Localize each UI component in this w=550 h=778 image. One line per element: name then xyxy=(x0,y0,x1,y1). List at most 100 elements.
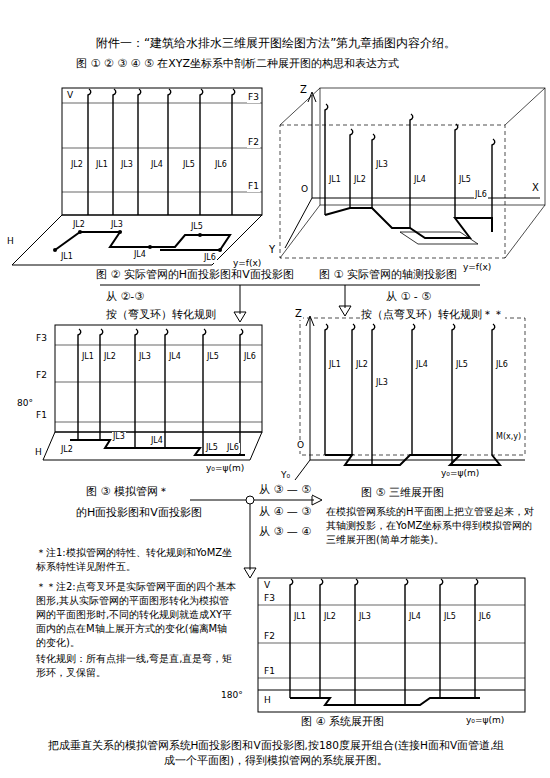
drawing-label: JL3 xyxy=(375,160,389,170)
riser-pipe xyxy=(355,579,358,705)
page-title: 附件一：“建筑给水排水三维展开图绘图方法”第九章插图内容介绍。 xyxy=(95,36,457,50)
riser-pipe xyxy=(320,579,323,698)
pipe-plan xyxy=(325,455,500,465)
drawing-label: JL5 xyxy=(443,612,457,622)
arrow-head xyxy=(244,568,256,578)
drawing-label: JL2 xyxy=(323,612,337,622)
drawing-label: y=f(x) xyxy=(462,262,492,273)
drawing-label: JL1 xyxy=(60,252,74,262)
riser-pipe xyxy=(138,89,141,215)
drawing-label: JL4 xyxy=(408,612,422,622)
drawing-label: JL5 xyxy=(190,222,204,232)
drawing-label: JL5 xyxy=(455,360,469,370)
pipe-loop xyxy=(400,232,478,244)
flow-line xyxy=(190,500,314,570)
drawing-label: y₀=ψ(m) xyxy=(465,715,505,726)
drawing-label: JL4 xyxy=(150,436,164,446)
arrow-head xyxy=(339,306,351,316)
drawing-label: M(x,y) xyxy=(495,432,522,442)
drawing-label: JL6 xyxy=(478,612,492,622)
riser-pipe xyxy=(452,324,455,465)
box-back xyxy=(320,88,545,205)
riser-pipe xyxy=(440,579,443,698)
drawing-label: ＊注1:模拟管网的特性、转化规则和YoMZ坐标系特性详见附件五。 xyxy=(35,546,237,574)
drawing-label: 图 ① ② ③ ④ ⑤ 在XYZ坐标系中剖析二种展开图的构思和表达方式 xyxy=(75,57,400,70)
drawing-label: Z xyxy=(299,84,308,96)
drawing-label: F1 xyxy=(35,410,48,421)
drawing-label: 转化规则：所有点排一线,弯是直,直是弯，矩形环，叉保留。 xyxy=(35,652,237,680)
riser-pipe xyxy=(100,329,103,440)
drawing-label: JL2 xyxy=(355,360,369,370)
drawing-label: JL4 xyxy=(413,175,427,185)
v-plane xyxy=(55,325,262,432)
axis xyxy=(285,95,540,248)
riser-pipe xyxy=(492,139,495,218)
drawing-label: Y₀ xyxy=(280,470,291,481)
riser-pipe xyxy=(203,329,206,455)
drawing-label: JL1 xyxy=(328,360,342,370)
drawing-label: JL4 xyxy=(133,250,147,260)
riser-pipe xyxy=(135,329,138,448)
drawing-label: 180° xyxy=(220,690,244,701)
drawing-label: 从 ③ — ④ xyxy=(258,525,312,538)
drawing-label: JL1 xyxy=(293,612,307,622)
drawing-label: JL4 xyxy=(415,360,429,370)
riser-pipe xyxy=(412,324,415,455)
drawing-label: H xyxy=(263,695,272,706)
riser-pipe xyxy=(88,89,91,215)
box-outline xyxy=(300,318,525,455)
box-front xyxy=(280,125,505,258)
drawing-label: O xyxy=(300,184,309,195)
drawing-label: Z xyxy=(294,308,303,320)
riser-pipe xyxy=(352,324,355,455)
drawing-label: JL6 xyxy=(495,360,509,370)
drawing-label: JL3 xyxy=(110,220,124,230)
drawing-label: JL6 xyxy=(243,352,257,362)
riser-pipe xyxy=(168,89,171,215)
drawing-label: F1 xyxy=(247,181,260,192)
drawing-label: y₀=ψ(m) xyxy=(205,463,245,474)
riser-pipe xyxy=(240,329,243,455)
drawing-label: 图 ⑤ 三维展开图 xyxy=(360,486,445,499)
drawing-label: 图 ④ 系统展开图 xyxy=(300,715,385,728)
riser-pipe xyxy=(113,89,116,215)
riser-pipe xyxy=(290,579,293,698)
drawing-label: JL3 xyxy=(112,432,126,442)
drawing-label: JL6 xyxy=(226,443,240,453)
riser-pipe xyxy=(165,329,168,448)
drawing-label: F3 xyxy=(35,333,48,344)
drawing-label: ＊＊注2:点弯叉环是实际管网平面的四个基本图形,其从实际管网的平面图形转化为模拟… xyxy=(35,580,237,650)
drawing-label: JL2 xyxy=(103,352,117,362)
riser-pipe xyxy=(405,579,408,705)
drawing-label: 从 ④ — ③ xyxy=(258,505,312,518)
riser-pipe xyxy=(232,89,235,215)
drawing-label: F2 xyxy=(263,631,276,642)
drawing-label: 80° xyxy=(16,398,34,409)
riser-pipe xyxy=(410,114,413,228)
drawing-label: F2 xyxy=(35,370,48,381)
drawing-label: JL3 xyxy=(138,352,152,362)
riser-pipe xyxy=(78,329,81,440)
drawing-label: JL1 xyxy=(95,160,109,170)
drawing-label: 把成垂直关系的模拟管网系统H面投影图和V面投影图,按180度展开组合(连接H面和… xyxy=(45,738,507,767)
drawing-label: F2 xyxy=(247,137,260,148)
riser-pipe xyxy=(455,124,458,218)
drawing-label: 按（弯叉环）转化规则 xyxy=(105,308,217,321)
arrow-head xyxy=(312,495,322,505)
drawing-label: JL6 xyxy=(214,160,228,170)
drawing-label: JL5 xyxy=(206,352,220,362)
drawing-label: JL2 xyxy=(70,160,84,170)
h-plane xyxy=(43,432,262,460)
drawing-label: JL5 xyxy=(205,443,219,453)
axis-arrow xyxy=(306,316,314,326)
drawing-label: 从 ③ — ⑤ xyxy=(258,483,312,496)
drawing-label: JL4 xyxy=(168,352,182,362)
drawing-label: V xyxy=(66,90,74,101)
drawing-label: H xyxy=(6,236,15,247)
drawing-label: JL1 xyxy=(81,352,95,362)
axis xyxy=(295,318,525,480)
riser-pipe xyxy=(200,89,203,215)
drawing-label: JL3 xyxy=(120,160,134,170)
drawing-label: 图 ② 实际管网的H面投影图和V面投影图 xyxy=(95,268,295,281)
